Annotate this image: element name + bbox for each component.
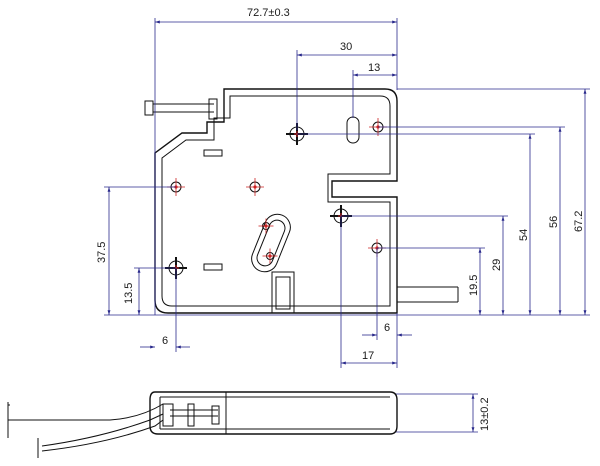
dim-thickness: 13±0.2 <box>479 397 491 431</box>
hole-center <box>246 178 264 196</box>
hole-slot-lower <box>262 248 278 264</box>
dim-19-5: 19.5 <box>468 275 480 296</box>
lower-slot <box>203 263 223 271</box>
dim-56: 56 <box>548 216 560 228</box>
latch-bolt <box>397 286 459 303</box>
vertical-slot <box>346 116 360 144</box>
oblong-slot <box>251 213 291 273</box>
hole-slot-upper <box>258 218 274 234</box>
dim-13-5: 13.5 <box>123 283 135 304</box>
dim-30: 30 <box>340 41 352 53</box>
dim-37-5: 37.5 <box>96 242 108 263</box>
dim-overall-width: 72.7±0.3 <box>247 7 290 19</box>
dim-67-2: 67.2 <box>573 211 585 232</box>
dim-13: 13 <box>368 62 380 74</box>
upper-slot <box>203 149 223 157</box>
plunger-pin <box>144 98 218 120</box>
lead-wires <box>7 402 164 458</box>
dim-29: 29 <box>491 259 503 271</box>
dim-17: 17 <box>362 350 374 362</box>
dim-6-right: 6 <box>384 322 390 334</box>
dim-6-left: 6 <box>162 335 168 347</box>
bottom-tab <box>271 271 295 314</box>
dim-54: 54 <box>518 229 530 241</box>
lock-side-view <box>149 391 398 435</box>
dimension-lines <box>104 18 590 433</box>
